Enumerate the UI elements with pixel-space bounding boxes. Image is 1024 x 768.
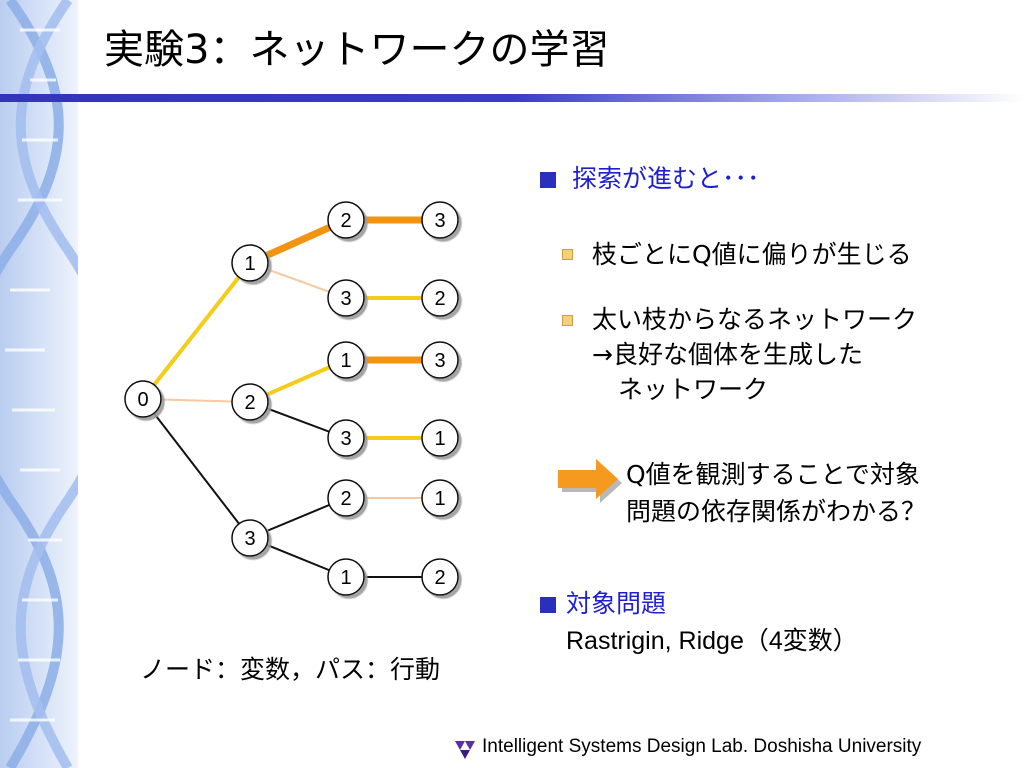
node-label: 3 [340, 428, 351, 450]
target-problems-detail: Rastrigin, Ridge（4変数） [566, 627, 858, 655]
title-underline [0, 94, 1024, 102]
bullet-square [540, 172, 556, 188]
node-label: 1 [244, 253, 255, 275]
node-circle [421, 279, 459, 317]
node-label: 1 [340, 567, 351, 589]
node-circle [327, 558, 365, 596]
node-label: 3 [434, 350, 445, 372]
node-n2b1: 1 [421, 419, 459, 457]
node-circle [327, 341, 365, 379]
node-circle [231, 383, 269, 421]
lab-logo-icon [455, 741, 475, 759]
node-label: 0 [137, 389, 148, 411]
node-label: 1 [434, 428, 445, 450]
node-n3a: 2 [327, 479, 365, 517]
arrow-conclusion-line2: 問題の依存関係がわかる？ [626, 497, 927, 526]
node-n2a: 1 [327, 341, 365, 379]
node-circle [421, 341, 459, 379]
node-n1b: 3 [327, 279, 365, 317]
node-n3a1: 1 [421, 479, 459, 517]
node-n3b1: 2 [421, 558, 459, 596]
bullet-small-marker [562, 249, 573, 260]
node-circle [421, 479, 459, 517]
node-label: 1 [340, 350, 351, 372]
bullet-main-explore: 探索が進むと･･･ [572, 164, 760, 193]
node-label: 1 [434, 488, 445, 510]
bullet-q-bias: 枝ごとにQ値に偏りが生じる [592, 240, 912, 269]
node-circle [327, 279, 365, 317]
edge-root-n3 [142, 398, 251, 539]
node-circle [421, 558, 459, 596]
bullet-small-marker [562, 315, 573, 326]
bullet-thick-network-line1: 太い枝からなるネットワーク [592, 305, 918, 334]
node-n3b: 1 [327, 558, 365, 596]
bullet-thick-network-line3: ネットワーク [618, 375, 769, 404]
node-label: 2 [340, 210, 351, 232]
right-arrow-icon [558, 459, 622, 503]
node-circle [124, 380, 162, 418]
node-label: 2 [244, 392, 255, 414]
node-label: 2 [434, 567, 445, 589]
node-n1: 1 [231, 244, 269, 282]
node-n2b: 3 [327, 419, 365, 457]
node-label: 2 [434, 288, 445, 310]
node-label: 3 [434, 210, 445, 232]
node-circle [421, 201, 459, 239]
node-circle [327, 419, 365, 457]
node-circle [421, 419, 459, 457]
node-root: 0 [124, 380, 162, 418]
bullet-main-target: 対象問題 [566, 589, 667, 618]
diagram-caption: ノード：変数，パス：行動 [140, 655, 441, 684]
node-n1a: 2 [327, 201, 365, 239]
node-n3: 3 [231, 519, 269, 557]
node-n1a1: 3 [421, 201, 459, 239]
bullet-square [540, 597, 556, 613]
edge-root-n1 [141, 261, 252, 401]
slide-title: 実験3：ネットワークの学習 [104, 27, 610, 73]
dna-sidebar-decoration [0, 0, 78, 768]
arrow-conclusion-line1: Q値を観測することで対象 [626, 460, 920, 489]
node-circle [327, 201, 365, 239]
node-n2: 2 [231, 383, 269, 421]
node-label: 2 [340, 488, 351, 510]
node-circle [327, 479, 365, 517]
footer-lab-name: Intelligent Systems Design Lab. Doshisha… [482, 736, 922, 757]
node-circle [231, 519, 269, 557]
bullet-thick-network-line2: →良好な個体を生成した [592, 340, 863, 369]
node-n1b1: 2 [421, 279, 459, 317]
node-label: 3 [340, 288, 351, 310]
node-circle [231, 244, 269, 282]
node-n2a1: 3 [421, 341, 459, 379]
dna-helix-graphic [0, 0, 78, 768]
node-label: 3 [244, 528, 255, 550]
